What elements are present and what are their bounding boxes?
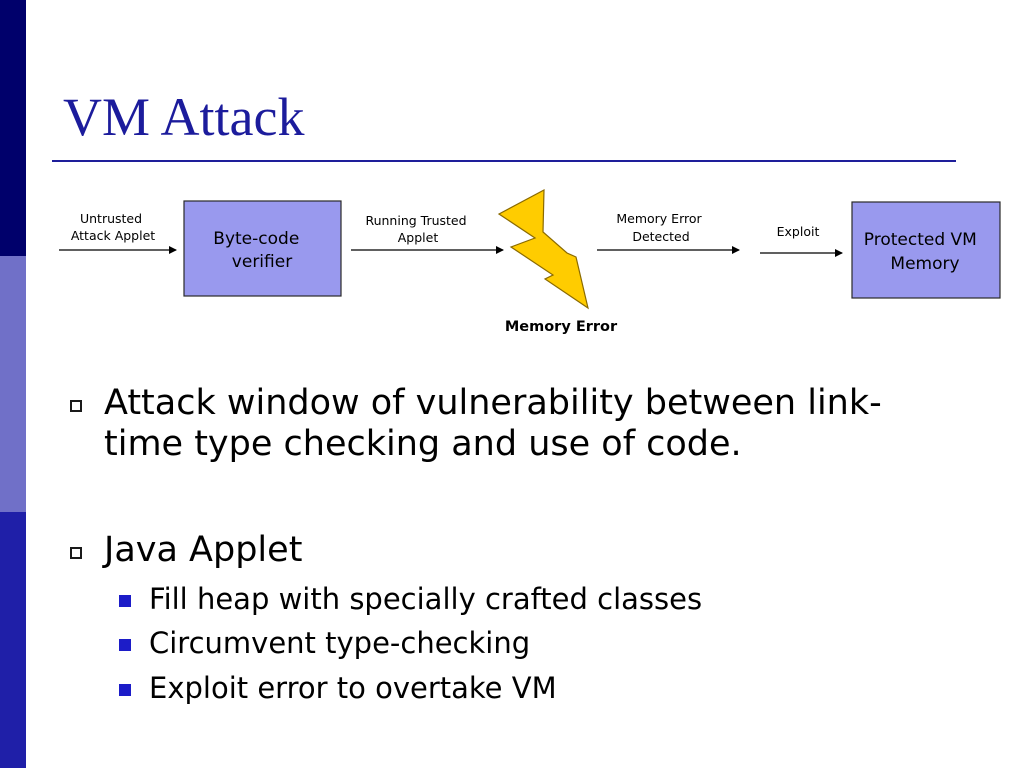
protected-vm-memory-label: Protected VM Memory: [864, 230, 982, 274]
title-underline: [52, 160, 956, 162]
memory-error-caption: Memory Error: [505, 319, 618, 335]
accent-segment-middle: [0, 256, 26, 512]
protected-vm-memory-box: [851, 201, 1001, 299]
bytecode-verifier-label-line-2: verifier: [232, 252, 292, 272]
untrusted-applet-label: Untrusted Attack Applet: [71, 211, 155, 243]
memory-error-detected-label-line-1: Memory Error: [616, 211, 702, 226]
bytecode-verifier-label-line-1: Byte-code: [213, 229, 299, 249]
slide-title: VM Attack: [63, 87, 305, 147]
protected-vm-memory-label-line-1: Protected VM: [864, 230, 977, 250]
left-accent-bar: [0, 0, 26, 768]
bytecode-verifier-box: [183, 200, 342, 297]
accent-segment-bottom: [0, 512, 26, 768]
accent-segment-top: [0, 0, 26, 256]
protected-vm-memory-label-line-2: Memory: [890, 254, 959, 274]
memory-error-detected-label: Memory Error Detected: [616, 211, 705, 244]
running-trusted-applet-label: Running Trusted Applet: [365, 213, 470, 245]
exploit-label: Exploit: [777, 224, 820, 239]
bytecode-verifier-label: Byte-code verifier: [213, 229, 304, 272]
running-trusted-applet-label-line-2: Applet: [398, 230, 439, 245]
untrusted-applet-label-line-2: Attack Applet: [71, 228, 155, 243]
lightning-bolt-icon: [497, 188, 589, 310]
running-trusted-applet-label-line-1: Running Trusted: [365, 213, 466, 228]
memory-error-detected-label-line-2: Detected: [632, 229, 689, 244]
untrusted-applet-label-line-1: Untrusted: [80, 211, 142, 226]
